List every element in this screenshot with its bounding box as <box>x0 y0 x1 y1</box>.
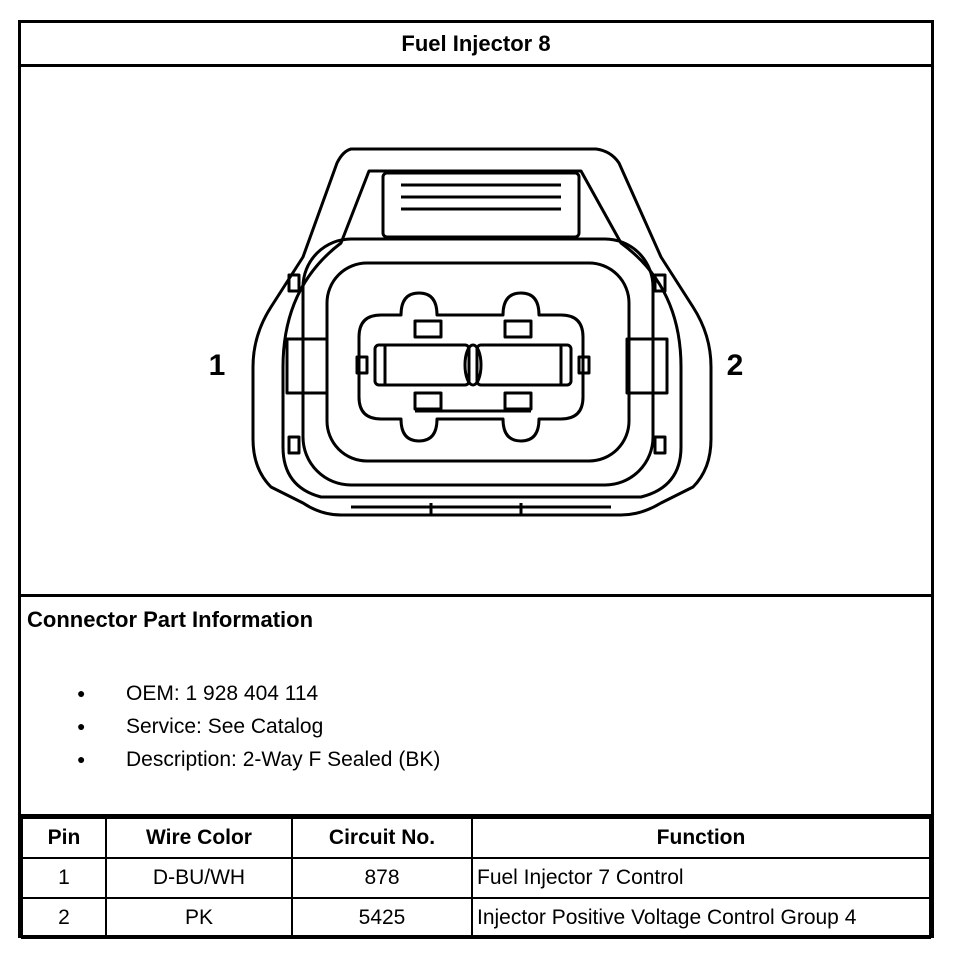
locking-tab <box>381 171 581 239</box>
cell-circuit-no: 878 <box>291 857 473 899</box>
cell-function: Fuel Injector 7 Control <box>471 857 931 899</box>
header-wire-color: Wire Color <box>105 817 293 859</box>
cell-function: Injector Positive Voltage Control Group … <box>471 897 931 939</box>
header-function: Function <box>471 817 931 859</box>
seal-ring-outer <box>301 237 655 487</box>
cell-wire-color: PK <box>105 897 293 939</box>
connector-outer-housing <box>251 147 713 517</box>
page-title: Fuel Injector 8 <box>21 23 931 67</box>
part-info-service: Service: See Catalog <box>21 710 440 743</box>
part-info-list: OEM: 1 928 404 114 Service: See Catalog … <box>21 677 440 776</box>
pin-1-label: 1 <box>209 349 226 382</box>
pin-table-header: Pin Wire Color Circuit No. Function <box>21 817 931 859</box>
part-info-oem: OEM: 1 928 404 114 <box>21 677 440 710</box>
cell-wire-color: D-BU/WH <box>105 857 293 899</box>
table-row: 2 PK 5425 Injector Positive Voltage Cont… <box>21 897 931 939</box>
connector-part-information: Connector Part Information OEM: 1 928 40… <box>21 597 931 817</box>
cell-pin: 1 <box>21 857 107 899</box>
header-circuit-no: Circuit No. <box>291 817 473 859</box>
table-row: 1 D-BU/WH 878 Fuel Injector 7 Control <box>21 857 931 899</box>
connector-drawing: 1 2 <box>209 147 744 517</box>
pin-table: Pin Wire Color Circuit No. Function 1 D-… <box>21 817 931 939</box>
connector-diagram: 1 2 <box>21 67 931 597</box>
left-latch <box>285 337 329 395</box>
terminal-blade-2 <box>475 343 573 387</box>
pin-2-label: 2 <box>727 349 744 382</box>
terminal-blade-1 <box>373 343 471 387</box>
part-info-heading: Connector Part Information <box>27 607 314 632</box>
terminal-cavity <box>357 291 585 443</box>
cell-circuit-no: 5425 <box>291 897 473 939</box>
part-info-description: Description: 2-Way F Sealed (BK) <box>21 743 440 776</box>
header-pin: Pin <box>21 817 107 859</box>
cell-pin: 2 <box>21 897 107 939</box>
connector-inner-rim <box>281 169 683 499</box>
connector-sheet: Fuel Injector 8 <box>18 20 934 939</box>
right-latch <box>625 337 669 395</box>
